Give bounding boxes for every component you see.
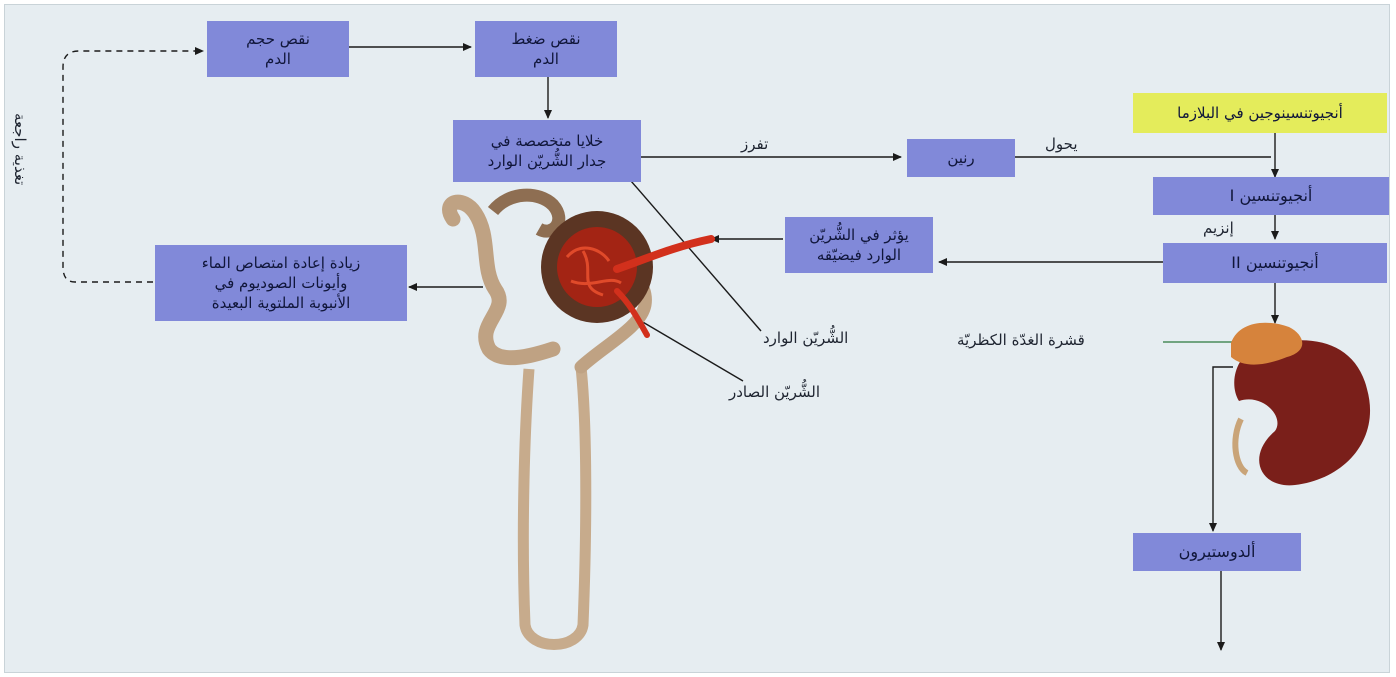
proximal-tubule <box>450 202 553 358</box>
diagram-frame: نقص حجم الدم نقص ضغط الدم خلايا متخصصة ف… <box>4 4 1390 673</box>
box-blood-pressure-drop: نقص ضغط الدم <box>475 21 617 77</box>
box-angiotensin-2: أنجيوتنسين II <box>1163 243 1387 283</box>
box-angiotensin-1: أنجيوتنسين I <box>1153 177 1389 215</box>
label-enzyme: إنزيم <box>1203 219 1234 237</box>
box-blood-volume-drop: نقص حجم الدم <box>207 21 349 77</box>
kidney-illustration <box>1231 323 1370 486</box>
label-feedback: تغذية راجعة <box>11 113 29 185</box>
box-angiotensinogen: أنجيوتنسينوجين في البلازما <box>1133 93 1387 133</box>
box-reabsorption: زيادة إعادة امتصاص الماء وأيونات الصوديو… <box>155 245 407 321</box>
collecting-tubule <box>493 195 559 231</box>
label-adrenal-cortex: قشرة الغدّة الكظريّة <box>957 331 1085 349</box>
box-aldosterone: ألدوستيرون <box>1133 533 1301 571</box>
box-specialized-cells: خلايا متخصصة في جدار الشُّريّن الوارد <box>453 120 641 182</box>
box-afferent-effect: يؤثر في الشُّريّن الوارد فيضيّقه <box>785 217 933 273</box>
label-efferent-arteriole: الشُّريّن الصادر <box>729 383 820 401</box>
arrow-adrenal-to-aldosterone <box>1213 367 1233 531</box>
label-converts: يحول <box>1045 135 1078 153</box>
pointer-efferent <box>641 321 743 381</box>
label-afferent-arteriole: الشُّريّن الوارد <box>763 329 848 347</box>
ureter <box>1235 419 1247 473</box>
nephron-illustration <box>450 195 711 644</box>
box-renin: رنين <box>907 139 1015 177</box>
label-secretes: تفرز <box>741 135 768 153</box>
loop-of-henle <box>523 367 585 645</box>
